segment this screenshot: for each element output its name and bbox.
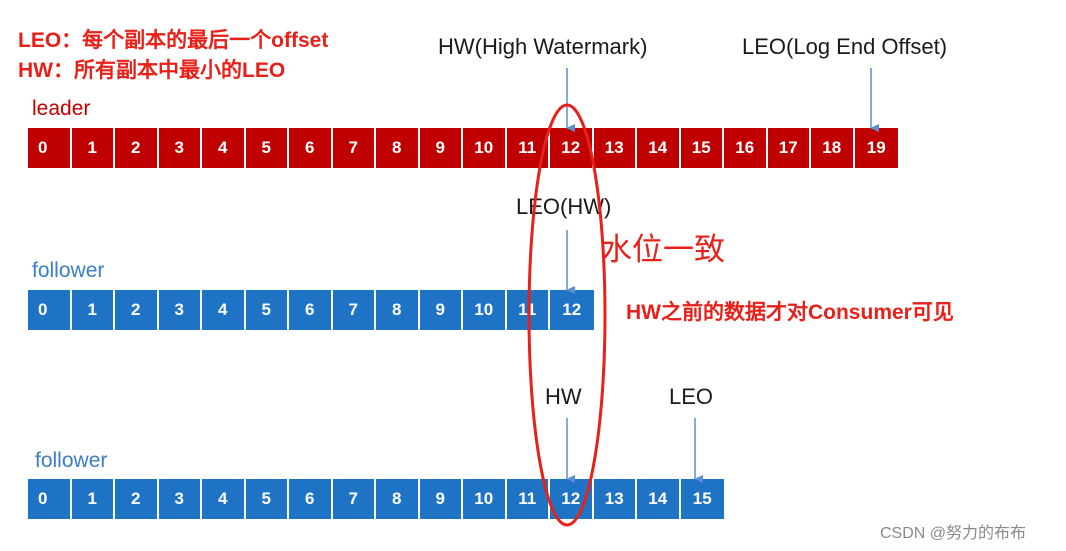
leader-offset-cell: 12 <box>550 128 594 168</box>
follower2-offset-cell: 9 <box>419 479 463 519</box>
follower2-offset-cell: 2 <box>115 479 159 519</box>
follower1-row-label: follower <box>32 259 105 282</box>
leo-definition-note: LEO：每个副本的最后一个offset <box>18 29 329 52</box>
follower2-offset-cell: 11 <box>506 479 550 519</box>
leader-offset-cell: 0 <box>28 128 72 168</box>
leader-offset-cell: 3 <box>158 128 202 168</box>
follower1-offset-cell: 4 <box>202 290 246 330</box>
leader-offset-cell: 1 <box>71 128 115 168</box>
hw-high-watermark-label: HW(High Watermark) <box>438 34 648 59</box>
leader-offset-cell: 9 <box>419 128 463 168</box>
follower1-offset-cell: 11 <box>506 290 550 330</box>
follower1-offset-cell: 3 <box>158 290 202 330</box>
follower2-row-label: follower <box>35 449 108 472</box>
leader-offset-cell: 8 <box>376 128 420 168</box>
follower2-offset-cell: 7 <box>332 479 376 519</box>
hw-visibility-note: HW之前的数据才对Consumer可见 <box>626 301 954 324</box>
follower1-offset-cell: 12 <box>550 290 594 330</box>
leader-offset-cell: 4 <box>202 128 246 168</box>
follower1-offset-cell: 6 <box>289 290 333 330</box>
follower2-offset-cell: 12 <box>550 479 594 519</box>
follower1-offset-cell: 7 <box>332 290 376 330</box>
follower1-offset-cell: 2 <box>115 290 159 330</box>
leader-offset-cell: 2 <box>115 128 159 168</box>
follower2-offset-cell: 6 <box>289 479 333 519</box>
leader-offset-cell: 16 <box>724 128 768 168</box>
follower2-offset-cell: 14 <box>637 479 681 519</box>
leader-offset-cell: 17 <box>767 128 811 168</box>
follower1-offset-cell: 5 <box>245 290 289 330</box>
leader-offset-cell: 18 <box>811 128 855 168</box>
leader-offset-cell: 19 <box>854 128 898 168</box>
leo-label: LEO <box>669 384 714 409</box>
leader-offset-cell: 15 <box>680 128 724 168</box>
follower1-offset-cell: 10 <box>463 290 507 330</box>
follower2-offset-cell: 10 <box>463 479 507 519</box>
leader-offset-cell: 11 <box>506 128 550 168</box>
leader-offset-cell: 5 <box>245 128 289 168</box>
leader-offset-cell: 7 <box>332 128 376 168</box>
follower1-offset-cell: 0 <box>28 290 72 330</box>
leader-offset-cell: 14 <box>637 128 681 168</box>
follower2-offset-cell: 4 <box>202 479 246 519</box>
hw-definition-note: HW：所有副本中最小的LEO <box>18 59 286 82</box>
water-level-consistent-text: 水位一致 <box>601 232 725 267</box>
hw-label: HW <box>545 384 582 409</box>
follower1-offset-cell: 9 <box>419 290 463 330</box>
follower2-offset-cell: 1 <box>71 479 115 519</box>
follower1-offset-cell: 8 <box>376 290 420 330</box>
leader-offset-cell: 13 <box>593 128 637 168</box>
leader-offset-cell: 10 <box>463 128 507 168</box>
follower2-offset-cell: 3 <box>158 479 202 519</box>
csdn-watermark: CSDN @努力的布布 <box>880 525 1027 542</box>
follower2-offset-cell: 5 <box>245 479 289 519</box>
leo-log-end-offset-label: LEO(Log End Offset) <box>742 34 948 59</box>
follower2-offset-cell: 13 <box>593 479 637 519</box>
follower1-offset-cell: 1 <box>71 290 115 330</box>
leader-row-label: leader <box>32 97 91 120</box>
follower2-offset-cell: 0 <box>28 479 72 519</box>
follower2-offset-cell: 15 <box>680 479 724 519</box>
leader-offset-cell: 6 <box>289 128 333 168</box>
leo-hw-label: LEO(HW) <box>516 194 612 219</box>
follower2-offset-cell: 8 <box>376 479 420 519</box>
